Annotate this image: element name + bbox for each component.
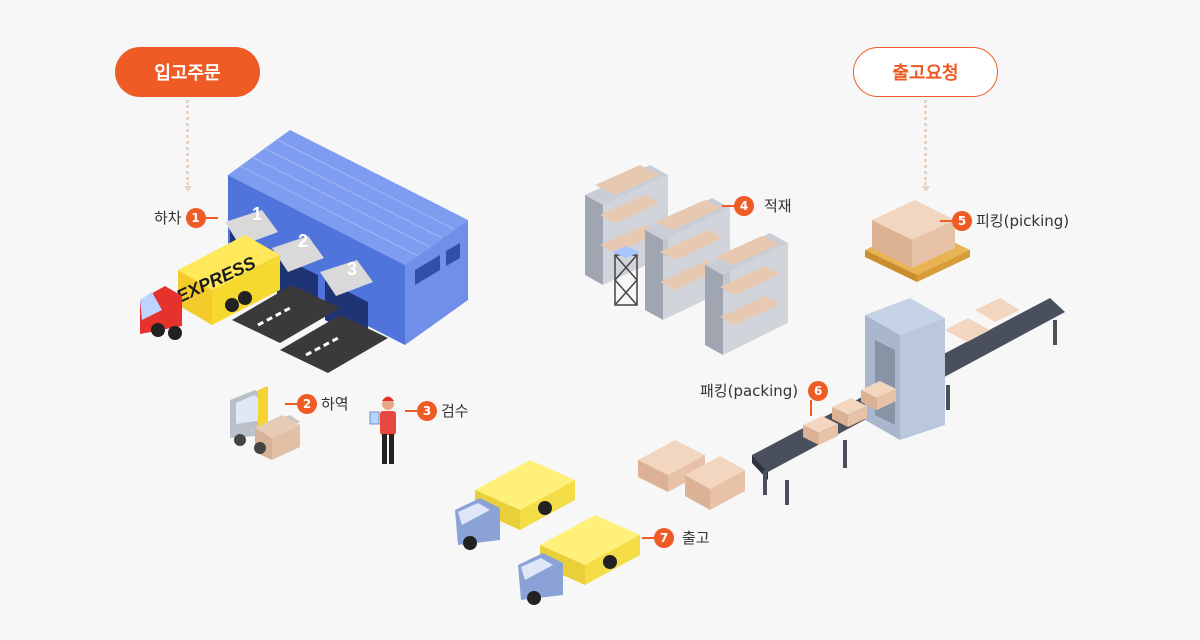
- storage-racks: [585, 165, 788, 355]
- step-4-label: 4 적재: [722, 195, 796, 216]
- step-7-text: 출고: [682, 529, 710, 547]
- step-7-connector: [642, 536, 654, 539]
- outbound-box-stack: [638, 440, 745, 510]
- step-5-connector: [940, 219, 952, 222]
- step-2-label: 2 하역: [285, 393, 353, 414]
- step-1-text: 하차: [154, 209, 182, 227]
- step-5-badge: 5: [952, 210, 972, 231]
- forklift: [230, 386, 300, 460]
- dock-number-2: 2: [298, 231, 308, 251]
- dock-number-1: 1: [252, 204, 262, 224]
- outbound-connector: [924, 100, 927, 185]
- step-7-label: 7 출고: [642, 527, 714, 548]
- dock-number-3: 3: [347, 259, 357, 279]
- step-6-connector: [810, 400, 812, 416]
- step-3-label: 3 검수: [405, 400, 473, 421]
- express-truck: EXPRESS: [140, 235, 280, 340]
- step-1-connector: [205, 216, 218, 219]
- step-4-connector: [722, 204, 734, 207]
- step-1-label: 하차 1: [150, 207, 218, 228]
- inbound-connector: [186, 100, 189, 185]
- step-3-connector: [405, 409, 417, 412]
- inbound-order-button[interactable]: 입고주문: [115, 47, 260, 97]
- step-5-text: 피킹(picking): [976, 212, 1070, 230]
- delivery-truck-1: [455, 460, 575, 550]
- step-6-text: 패킹(packing): [700, 382, 799, 400]
- step-2-connector: [285, 402, 297, 405]
- step-6-badge: 6: [808, 380, 829, 401]
- step-6-label: 패킹(packing) 6: [696, 380, 829, 401]
- step-5-label: 5 피킹(picking): [940, 210, 1073, 231]
- conveyor-boxes: [803, 298, 1020, 445]
- picking-pallet: [865, 200, 970, 282]
- delivery-truck-2: [518, 515, 640, 605]
- step-7-badge: 7: [654, 527, 674, 548]
- step-2-badge: 2: [297, 393, 317, 414]
- step-1-badge: 1: [185, 207, 206, 228]
- step-4-badge: 4: [734, 195, 754, 216]
- step-4-text: 적재: [764, 197, 792, 215]
- step-2-text: 하역: [321, 395, 349, 413]
- outbound-arrowhead: [922, 186, 930, 192]
- inspector-person: [369, 396, 396, 464]
- inbound-arrowhead: [184, 186, 192, 192]
- step-3-text: 검수: [441, 402, 469, 420]
- scanner-gate: [865, 298, 945, 440]
- outbound-request-button[interactable]: 출고요청: [853, 47, 998, 97]
- step-3-badge: 3: [417, 400, 437, 421]
